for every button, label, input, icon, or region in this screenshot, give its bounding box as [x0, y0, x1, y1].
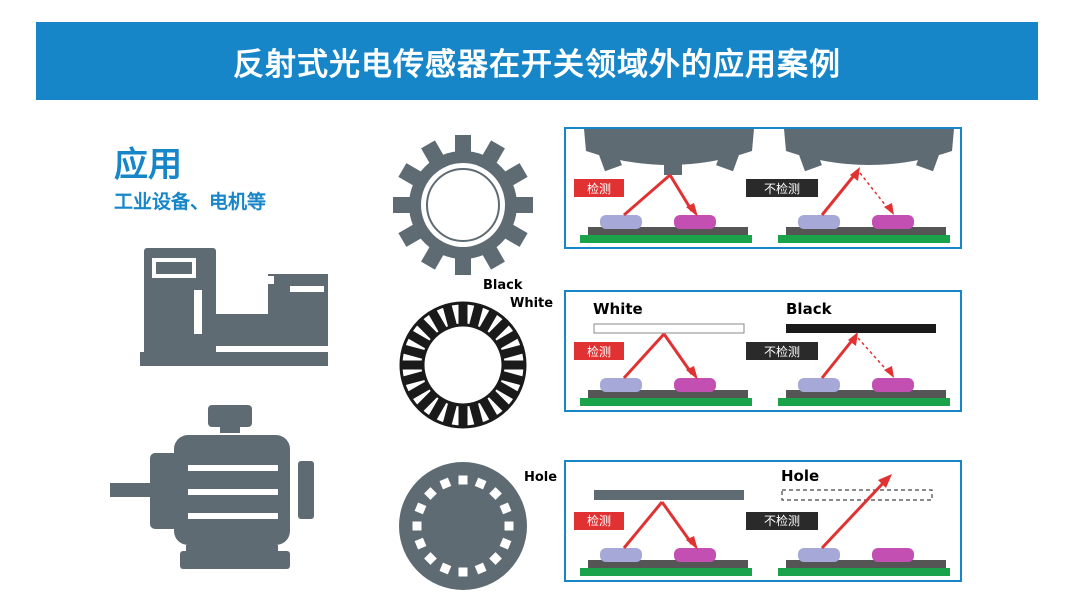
- no-detect-badge-1: 不检测: [763, 182, 800, 196]
- perforated-disc-icon: [399, 462, 527, 590]
- application-subtitle: 工业设备、电机等: [114, 191, 267, 213]
- hole-label-disc: Hole: [524, 470, 558, 485]
- hole-detection-panel: [564, 460, 962, 582]
- striped-encoder-disc-icon: [399, 301, 527, 429]
- white-label: White: [510, 296, 554, 311]
- detect-badge-2: 检测: [586, 345, 611, 359]
- no-detect-badge-3: 不检测: [763, 514, 800, 528]
- detect-badge-1: 检测: [586, 182, 611, 196]
- white-label-panel: White: [593, 300, 643, 318]
- hole-label-panel: Hole: [781, 467, 820, 485]
- lathe-machine-icon: [140, 248, 328, 366]
- gear-detection-panel: [564, 127, 962, 249]
- application-heading: 应用: [114, 145, 182, 185]
- electric-motor-icon: [110, 405, 314, 569]
- black-label: Black: [483, 278, 523, 293]
- page-title: 反射式光电传感器在开关领域外的应用案例: [233, 46, 841, 83]
- no-detect-badge-2: 不检测: [763, 345, 800, 359]
- title-banner: 反射式光电传感器在开关领域外的应用案例: [36, 22, 1038, 100]
- black-label-panel: Black: [786, 300, 832, 318]
- detect-badge-3: 检测: [586, 514, 611, 528]
- stripe-detection-panel: [564, 290, 962, 412]
- gear-icon: [393, 135, 533, 275]
